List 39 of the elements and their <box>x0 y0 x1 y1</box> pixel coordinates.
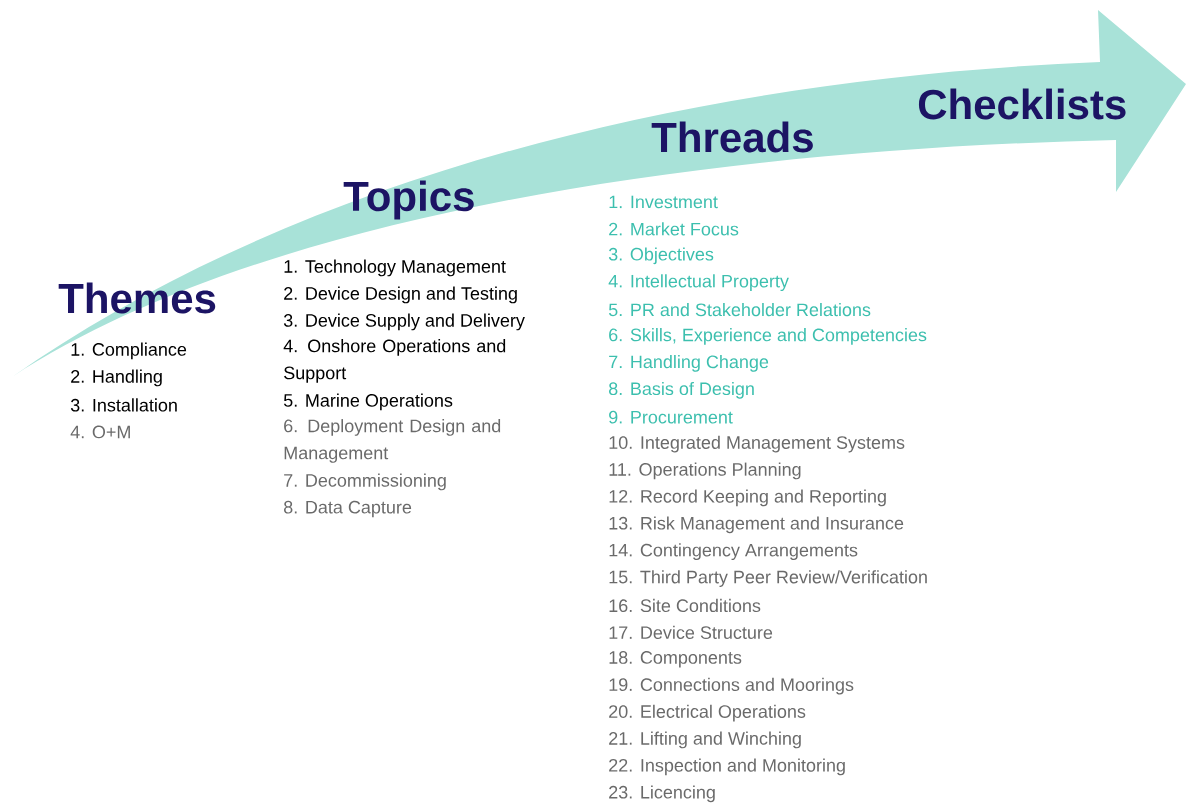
list-item: 12. Record Keeping and Reporting <box>609 489 886 507</box>
list-item: 8. Basis of Design <box>609 381 754 399</box>
list-item: 22. Inspection and Monitoring <box>609 758 845 776</box>
list-item: 1. Compliance <box>71 342 187 360</box>
list-item: 2. Market Focus <box>609 222 739 236</box>
list-item: 18. Components <box>609 651 742 668</box>
list-item: 9. Procurement <box>609 410 733 424</box>
list-item: 5. PR and Stakeholder Relations <box>608 302 871 317</box>
list-item: 8. Data Capture <box>284 500 412 518</box>
list-item: 3. Objectives <box>608 247 714 265</box>
list-item: 19. Connections and Moorings <box>609 677 854 695</box>
list-item: 4. Intellectual Property <box>608 274 789 292</box>
list-item: 2. Handling <box>71 369 162 387</box>
list-item: 3. Installation <box>70 398 177 412</box>
list-item: 2. Device Design and Testing <box>284 286 517 304</box>
list-item: 7. Decommissioning <box>284 473 446 491</box>
list-item: 23. Licencing <box>609 785 715 803</box>
list-item: 21. Lifting and Winching <box>609 731 801 749</box>
list-item: 4. Onshore Operations and Support <box>283 339 506 383</box>
list-item: 10. Integrated Management Systems <box>609 435 905 453</box>
list-item: 15. Third Party Peer Review/Verification <box>609 570 927 587</box>
list-item: 16. Site Conditions <box>609 598 761 613</box>
list-item: 7. Handling Change <box>609 355 769 372</box>
heading: Topics <box>343 180 474 220</box>
list-item: 4. O+M <box>70 425 130 439</box>
list-item: 17. Device Structure <box>609 625 773 639</box>
list-item: 3. Device Supply and Delivery <box>283 313 525 331</box>
list-item: 14. Contingency Arrangements <box>609 543 858 561</box>
list-item: 5. Marine Operations <box>283 393 453 411</box>
list-item: 1. Investment <box>609 195 718 209</box>
list-item: 11. Operations Planning <box>609 462 801 480</box>
heading: Themes <box>58 282 216 314</box>
list-item: 20. Electrical Operations <box>609 704 806 722</box>
list-item: 6. Skills, Experience and Competencies <box>609 328 927 345</box>
list-item: 6. Deployment Design and Management <box>284 419 501 463</box>
heading: Checklists <box>918 88 1126 120</box>
heading: Threads <box>651 121 813 153</box>
list-item: 1. Technology Management <box>284 259 506 277</box>
list-item: 13. Risk Management and Insurance <box>609 516 904 534</box>
